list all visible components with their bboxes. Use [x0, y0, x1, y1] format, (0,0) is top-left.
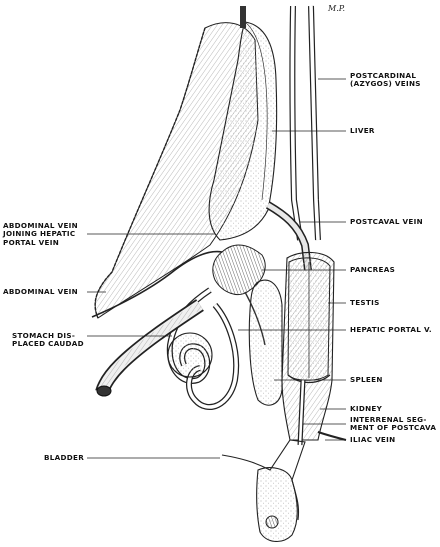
iliac-vein: [317, 431, 347, 441]
bladder-shape: [256, 467, 298, 542]
flap-edge: [94, 27, 206, 319]
label-bladder: BLADDER: [44, 453, 85, 462]
label-kidney: KIDNEY: [350, 404, 383, 413]
label-postcardinal-veins: POSTCARDINAL (AZYGOS) VEINS: [350, 71, 421, 89]
label-iliac-vein: ILIAC VEIN: [350, 435, 396, 444]
label-abdominal-vein: ABDOMINAL VEIN: [3, 287, 78, 296]
label-liver: LIVER: [350, 126, 375, 135]
label-postcaval-vein: POSTCAVAL VEIN: [350, 217, 423, 226]
label-spleen: SPLEEN: [350, 375, 383, 384]
label-hepatic-portal-vein: HEPATIC PORTAL V.: [350, 325, 432, 334]
artist-signature: M.P.: [328, 4, 346, 13]
stomach-coil: [167, 332, 213, 378]
hepatic-portal-vein: [244, 291, 266, 346]
label-pancreas: PANCREAS: [350, 265, 396, 274]
abdominal-vein: [91, 250, 223, 318]
pancreas-shape: [212, 244, 266, 295]
label-interrenal-segment: INTERRENAL SEG- MENT OF POSTCAVA: [350, 415, 437, 433]
spleen-shape: [248, 279, 283, 406]
leader-lines: [87, 78, 346, 459]
label-testis: TESTIS: [350, 298, 380, 307]
label-stomach: STOMACH DIS- PLACED CAUDAD: [12, 331, 84, 349]
liver-shape: [208, 21, 278, 241]
bladder-stalk: [221, 439, 306, 521]
label-abdominal-vein-hepatic: ABDOMINAL VEIN JOINING HEPATIC PORTAL VE…: [3, 221, 78, 247]
